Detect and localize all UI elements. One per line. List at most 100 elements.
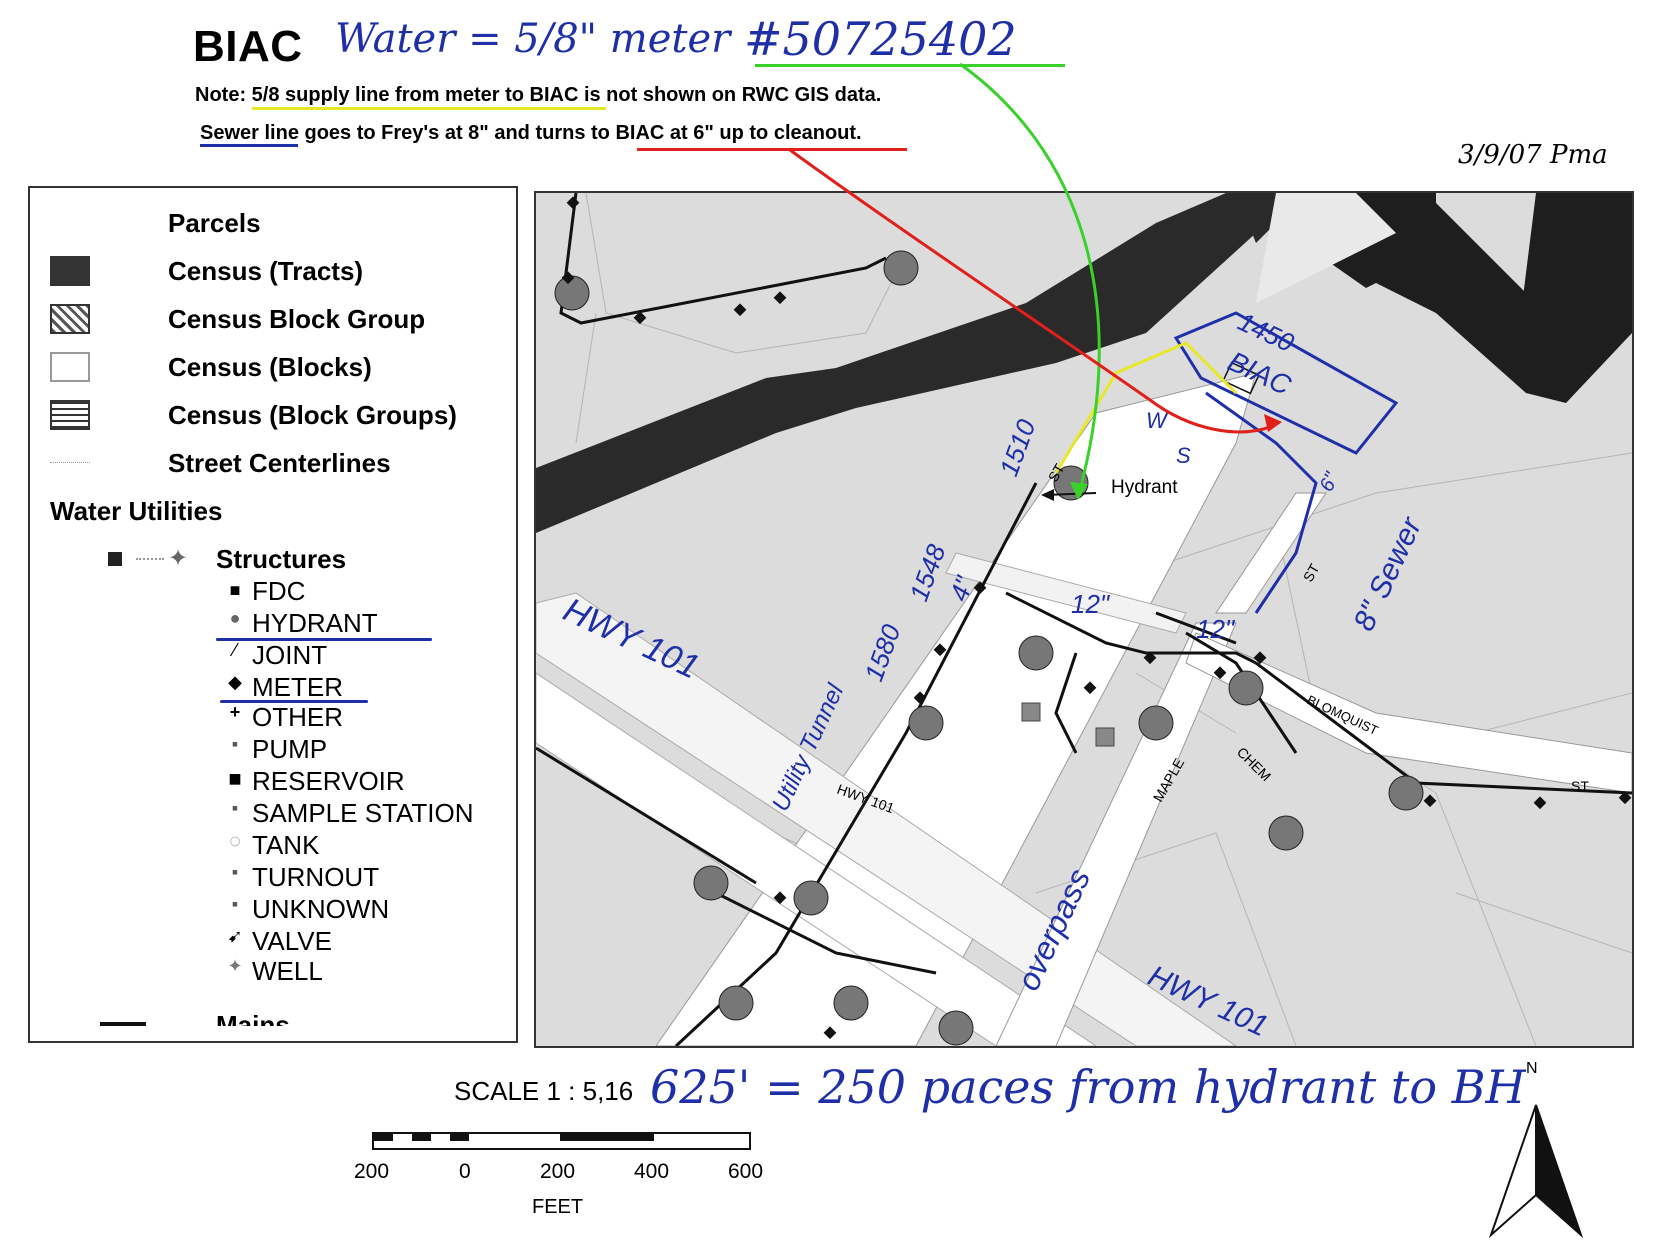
street-centerline-swatch — [50, 462, 90, 463]
meter-number-underline — [755, 64, 1065, 67]
road-blomquist — [1185, 632, 1632, 794]
scale-tick-400: 400 — [634, 1160, 670, 1183]
fdc-icon: ■ — [229, 580, 241, 600]
legend-hydrant: HYDRANT — [252, 608, 378, 638]
legend-parcels: Parcels — [168, 208, 261, 238]
meter-number: #50725402 — [744, 12, 1017, 66]
structures-dotted-icon — [136, 558, 164, 560]
legend-tank: TANK — [252, 830, 320, 860]
other-icon: + — [229, 702, 241, 722]
sewer-note-underline-blue — [200, 144, 298, 147]
legend-census-tracts: Census (Tracts) — [168, 256, 364, 286]
street-label-st-3: ST — [1571, 778, 1589, 794]
map-title: BIAC — [193, 22, 303, 71]
meter-underline — [220, 700, 368, 703]
map-legend: Parcels Census (Tracts) Census Block Gro… — [28, 186, 518, 1043]
scale-unit: FEET — [532, 1196, 584, 1218]
mains-line-swatch — [100, 1022, 146, 1026]
unknown-icon: ▪ — [231, 894, 239, 914]
supply-line-note: Note: 5/8 supply line from meter to BIAC… — [195, 84, 882, 106]
hydrant-pointer-head — [1041, 489, 1054, 501]
hydrant-marker-9 — [1388, 775, 1424, 811]
north-arrow: N — [1486, 1060, 1586, 1240]
legend-joint: JOINT — [252, 640, 328, 670]
hydrant-icon: ● — [229, 608, 241, 628]
pipe-size-12-a: 12" — [1071, 589, 1111, 619]
map-frame: Hydrant BIAC 1450 1510 1548 1580 4" 12" … — [534, 191, 1634, 1048]
sewer-line-note: Sewer line goes to Frey's at 8" and turn… — [200, 122, 862, 144]
census-band-right — [1521, 193, 1632, 403]
scale-tick-0: 0 — [459, 1160, 471, 1183]
hydrant-marker-8 — [1268, 815, 1304, 851]
legend-census-block-groups: Census (Block Groups) — [168, 400, 457, 430]
north-label: N — [1526, 1060, 1538, 1077]
legend-reservoir: RESERVOIR — [252, 766, 405, 796]
legend-other: OTHER — [252, 702, 343, 732]
well-icon: ✦ — [227, 956, 243, 976]
hydrant-marker-5 — [1018, 635, 1054, 671]
turnout-icon: ▪ — [231, 862, 239, 882]
w-mark: W — [1146, 408, 1169, 433]
hydrant-marker-7 — [1228, 670, 1264, 706]
sample-station-icon: ▪ — [231, 798, 239, 818]
hydrant-marker-10 — [693, 865, 729, 901]
sewer-note-underline-red — [637, 148, 907, 151]
hydrant-marker-11 — [793, 880, 829, 916]
hydrant-label: Hydrant — [1111, 477, 1178, 498]
legend-water-utilities: Water Utilities — [50, 496, 223, 526]
hydrant-marker-2 — [883, 250, 919, 286]
scale-tick-200-left: 200 — [354, 1160, 390, 1183]
meter-icon: ◆ — [228, 672, 242, 692]
road-maple — [995, 622, 1237, 1046]
legend-pump: PUMP — [252, 734, 328, 764]
north-arrow-icon — [1488, 1104, 1584, 1239]
structures-square-icon — [108, 552, 122, 566]
census-tracts-swatch — [50, 256, 90, 286]
s-mark: S — [1176, 443, 1191, 468]
hydrant-underline — [216, 638, 432, 641]
supply-note-underline — [252, 107, 606, 110]
hydrant-marker-12 — [718, 985, 754, 1021]
legend-meter: METER — [252, 672, 343, 702]
legend-unknown: UNKNOWN — [252, 894, 390, 924]
legend-census-block-group: Census Block Group — [168, 304, 426, 334]
reservoir-markers — [1021, 702, 1115, 747]
lot-highlight — [1256, 193, 1396, 303]
pump-icon: ▪ — [231, 734, 239, 754]
road-st-east — [1215, 492, 1327, 614]
water-mains — [536, 193, 1632, 1046]
census-block-group-swatch — [50, 304, 90, 334]
paces-annotation: 625' = 250 paces from hydrant to BH — [650, 1060, 1526, 1114]
joint-icon: ⁄ — [233, 640, 237, 660]
scale-label: SCALE 1 : 5,16 — [454, 1076, 634, 1106]
reservoir-icon: ■ — [228, 766, 242, 791]
hydrant-marker-4 — [908, 705, 944, 741]
pipe-size-12-b: 12" — [1196, 614, 1236, 644]
legend-turnout: TURNOUT — [252, 862, 380, 892]
structures-star-icon: ✦ — [168, 545, 189, 572]
scale-tick-600: 600 — [728, 1160, 764, 1183]
legend-fdc: FDC — [252, 576, 306, 606]
legend-valve: VALVE — [252, 926, 332, 956]
scale-tick-200: 200 — [540, 1160, 576, 1183]
scale-bar — [372, 1132, 751, 1150]
legend-sample-station: SAMPLE STATION — [252, 798, 474, 828]
hydrant-marker-1 — [554, 275, 590, 311]
legend-mains: Mains — [216, 1010, 290, 1026]
tank-icon: ○ — [228, 828, 242, 853]
census-band-curve — [1376, 203, 1536, 393]
legend-well: WELL — [252, 956, 323, 986]
hydrant-marker-14 — [938, 1010, 974, 1046]
census-block-groups-swatch — [50, 400, 90, 430]
water-meter-note: Water = 5/8" meter — [335, 16, 731, 62]
hydrant-marker-13 — [833, 985, 869, 1021]
road-connector — [945, 552, 1187, 634]
legend-census-blocks: Census (Blocks) — [168, 352, 372, 382]
date-initials: 3/9/07 Pma — [1458, 140, 1608, 170]
legend-structures: Structures — [216, 544, 347, 574]
hydrant-marker-6 — [1138, 705, 1174, 741]
valve-icon: ➹ — [227, 926, 243, 946]
road-hwy-101-lower — [536, 672, 1097, 1046]
street-label-st-2: ST — [1300, 561, 1323, 585]
map-canvas: Hydrant BIAC 1450 1510 1548 1580 4" 12" … — [536, 193, 1632, 1046]
